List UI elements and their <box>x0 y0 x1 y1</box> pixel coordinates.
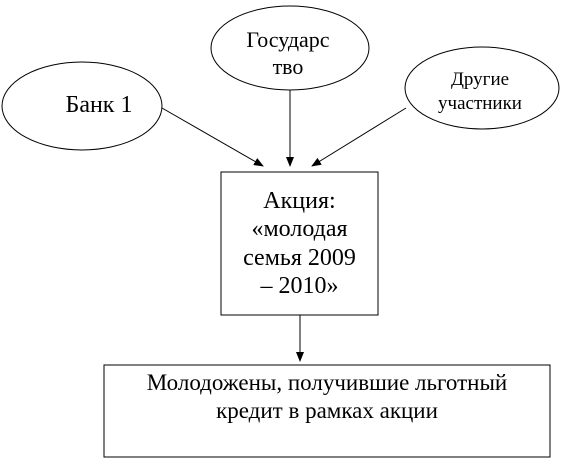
result-label: Молодожены, получившие льготный кредит в… <box>146 370 508 424</box>
bank-label: Банк 1 <box>65 91 133 118</box>
action-node <box>220 171 379 316</box>
other-participants-label: Другие участники <box>438 69 522 114</box>
state-label: Государс тво <box>246 26 330 80</box>
result-node <box>103 364 551 458</box>
bank-node <box>1 61 163 151</box>
others-node <box>404 46 560 130</box>
edge-others-to-action <box>311 107 407 167</box>
edge-bank-to-action <box>161 107 264 167</box>
action-label: Акция: «молодая семья 2009 – 2010» <box>243 187 356 299</box>
